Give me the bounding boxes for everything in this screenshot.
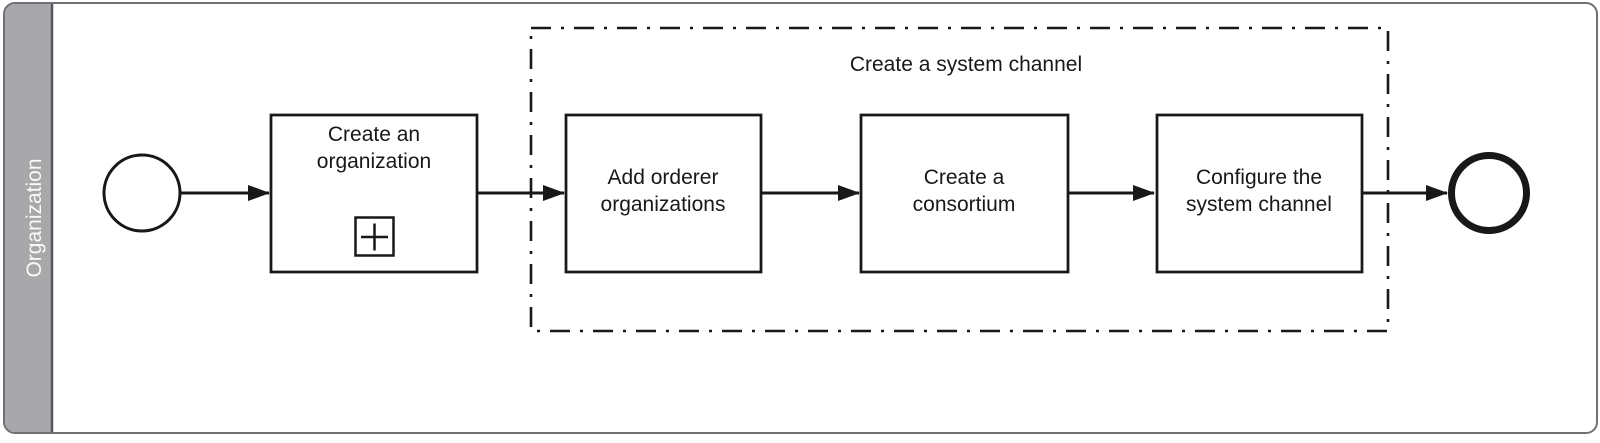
plus-icon <box>361 223 388 251</box>
task-add-orderer-organizations <box>564 113 763 274</box>
task-configure-the-system-channel <box>1155 113 1364 274</box>
pool-border <box>3 2 1598 434</box>
task-create-a-consortium <box>859 113 1070 274</box>
end-event <box>1448 152 1530 234</box>
start-event <box>102 153 182 233</box>
pool-background <box>4 3 1597 433</box>
lane-label: Organization <box>23 158 46 277</box>
group-label: Create a system channel <box>850 53 1082 76</box>
lane-header <box>5 4 52 432</box>
group-create-a-system-channel <box>529 26 1390 333</box>
